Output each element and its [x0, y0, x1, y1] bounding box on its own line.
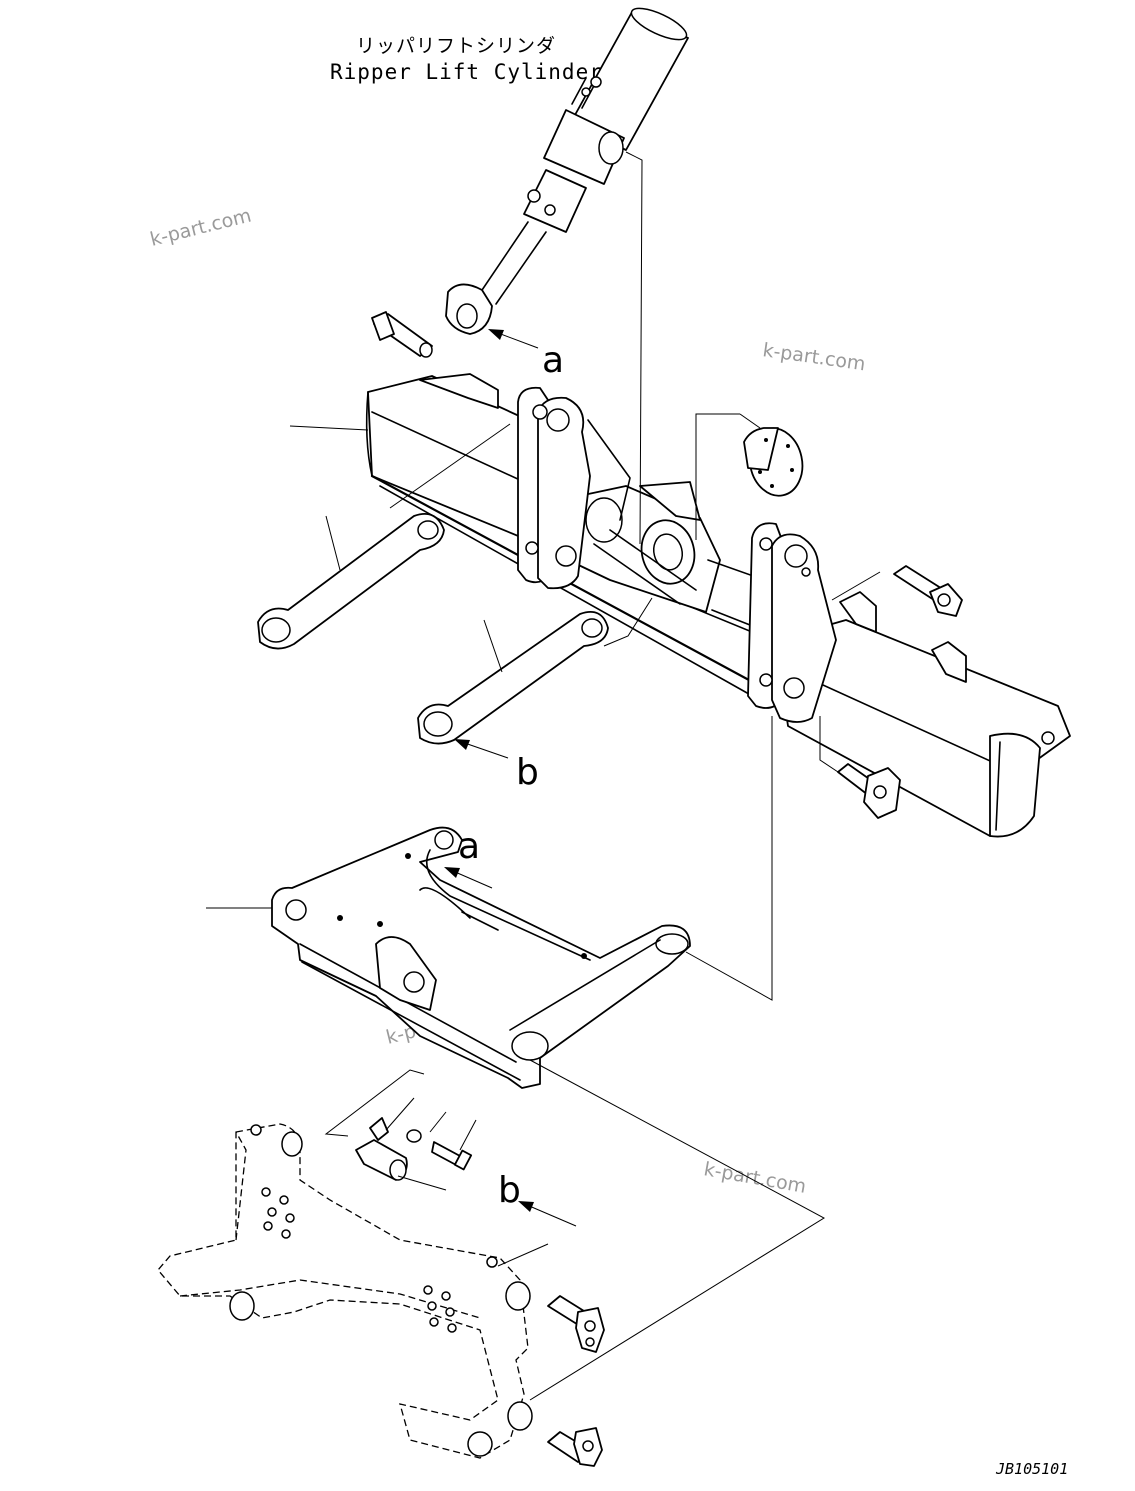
title-japanese: リッパリフトシリンダ: [356, 35, 556, 57]
hardware-set: [355, 1117, 473, 1181]
title-english: Ripper Lift Cylinder: [330, 60, 603, 84]
callout-b-frame: b: [498, 1170, 521, 1211]
watermark-2: k-part.com: [761, 339, 867, 375]
pin-bottom-lower: [547, 1427, 603, 1467]
arrow-a-frame: [444, 867, 493, 889]
cover-plate: [743, 427, 804, 497]
arrow-b-frame: [518, 1201, 577, 1227]
callout-a-upper: a: [542, 340, 564, 381]
link-upper: [257, 512, 445, 650]
arrow-a-upper: [488, 329, 539, 349]
callout-a-frame: a: [458, 826, 480, 867]
ripper-beam: [365, 373, 1071, 838]
link-lower: [417, 610, 609, 745]
ripper-frame: [271, 826, 691, 1089]
arrow-b-link: [454, 739, 509, 759]
pin-bottom-upper: [547, 1295, 605, 1353]
ripper-lift-cylinder: [445, 7, 689, 335]
watermark-4: k-part.com: [702, 1158, 808, 1198]
pin-right-upper: [893, 565, 963, 617]
pin-right-lower: [837, 763, 901, 819]
callout-b-link: b: [516, 752, 539, 793]
leader-lines: [206, 151, 881, 1401]
mounting-frame: [157, 1123, 533, 1459]
watermark-1: k-part.com: [148, 204, 254, 250]
pin-upper: [371, 311, 433, 358]
drawing-code: JB105101: [995, 1460, 1068, 1478]
